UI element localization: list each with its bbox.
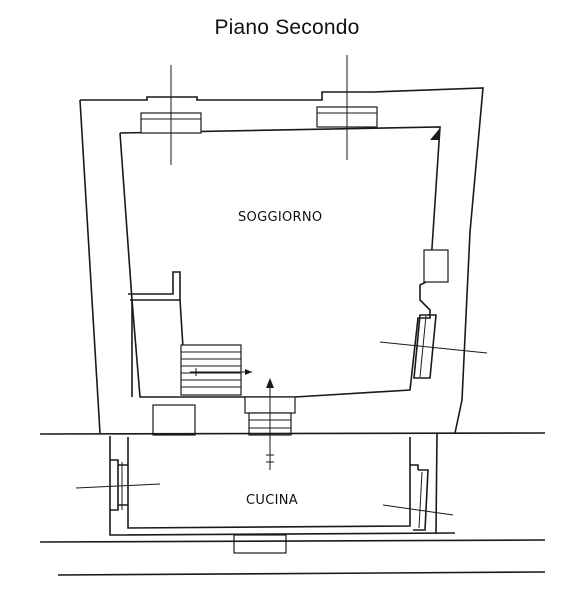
- room-label-soggiorno: SOGGIORNO: [238, 210, 323, 225]
- kitchen-right-window: [413, 469, 429, 531]
- axis-line-kitchen-right: [382, 504, 454, 516]
- bottom-line-2: [57, 571, 546, 576]
- stair-block: [131, 299, 187, 397]
- axis-line-kitchen-left: [75, 483, 161, 489]
- kitchen-left-window: [118, 464, 128, 506]
- bottom-line-1: [39, 539, 546, 543]
- inner-wall-soggiorno: [119, 126, 441, 398]
- bottom-step: [233, 534, 287, 554]
- axis-line-right-window: [379, 341, 488, 354]
- room-label-cucina: CUCINA: [246, 493, 298, 508]
- outer-wall: [80, 87, 484, 434]
- kitchen-right-wall: [435, 432, 438, 534]
- kitchen-wall: [109, 436, 456, 536]
- wall-block-left: [152, 404, 196, 436]
- outer-wall-left: [79, 99, 101, 434]
- plan-title: Piano Secondo: [214, 16, 360, 39]
- kitchen-left-jamb: [110, 459, 119, 511]
- partition-wall: [128, 271, 181, 301]
- window-right: [413, 314, 437, 379]
- wall-niche-right: [423, 249, 449, 283]
- floor-divider-line: [39, 432, 546, 435]
- corner-mark: [430, 128, 440, 140]
